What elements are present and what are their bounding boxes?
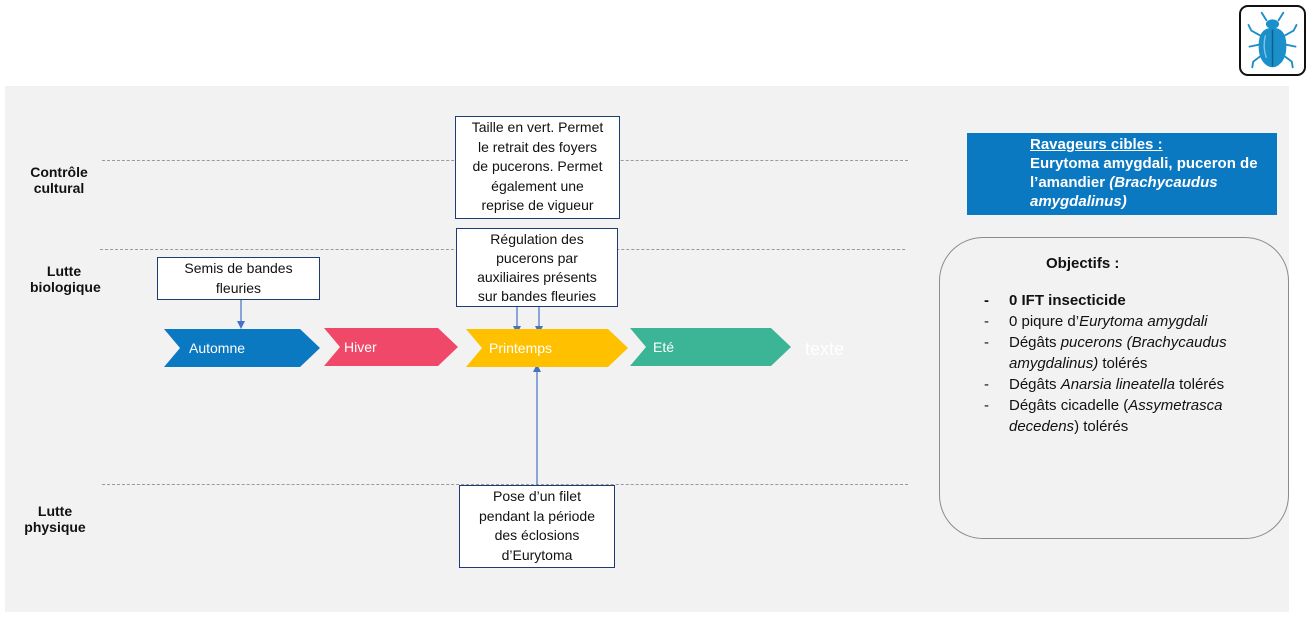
row-label-lutte-physique: Lutte physique: [24, 503, 86, 535]
note-taille-en-vert: Taille en vert. Permet le retrait des fo…: [455, 116, 620, 219]
objective-item: Dégâts Anarsia lineatella tolérés: [982, 374, 1272, 395]
beetle-icon: [1247, 11, 1298, 69]
season-automne: Automne: [164, 329, 320, 367]
separator-physique: [102, 484, 908, 485]
beetle-logo: [1239, 5, 1306, 76]
objective-item: 0 piqure d’Eurytoma amygdali: [982, 311, 1272, 332]
ravageurs-cibles-box: Ravageurs cibles : Eurytoma amygdali, pu…: [967, 133, 1277, 215]
placeholder-texte: texte: [805, 339, 845, 359]
season-printemps: Printemps: [466, 329, 628, 367]
note-pose-filet: Pose d’un filet pendant la période des é…: [459, 485, 615, 568]
row-label-lutte-biologique: Lutte biologique: [30, 263, 101, 295]
ravageurs-line-2: l’amandier (Brachycaudus: [1030, 174, 1218, 191]
season-ete: Eté: [630, 328, 791, 366]
objective-item: Dégâts pucerons (Brachycaudus amygdalinu…: [982, 332, 1272, 374]
objectifs-title: Objectifs :: [1046, 255, 1120, 272]
ravageurs-line-3: amygdalinus): [1030, 193, 1127, 210]
row-label-controle-cultural: Contrôle cultural: [30, 164, 88, 196]
note-regulation-pucerons: Régulation des pucerons par auxiliaires …: [456, 228, 618, 307]
ravageurs-line-1: Eurytoma amygdali, puceron de: [1030, 155, 1258, 172]
objectifs-list: 0 IFT insecticide 0 piqure d’Eurytoma am…: [982, 290, 1272, 437]
season-hiver: Hiver: [324, 328, 458, 366]
objectifs-box: Objectifs : 0 IFT insecticide 0 piqure d…: [939, 237, 1289, 539]
note-semis-bandes-fleuries: Semis de bandes fleuries: [157, 257, 320, 300]
objective-item: Dégâts cicadelle (Assymetrasca decedens)…: [982, 395, 1272, 437]
ravageurs-title: Ravageurs cibles :: [1030, 136, 1163, 153]
objective-item: 0 IFT insecticide: [982, 290, 1272, 311]
